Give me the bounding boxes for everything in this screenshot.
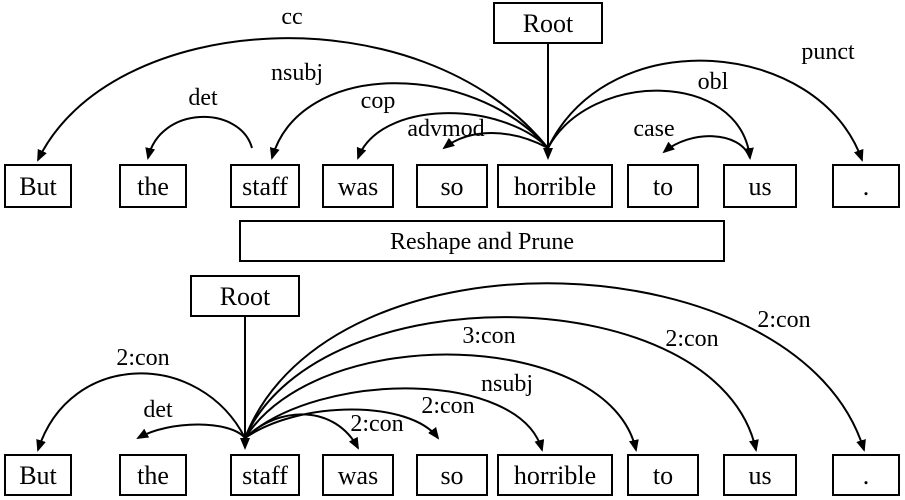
bottom-word-5: horrible xyxy=(497,454,613,496)
top-word-8: . xyxy=(832,164,900,208)
top-label-cop: cop xyxy=(361,88,396,114)
bottom-arc-det xyxy=(136,423,246,439)
top-word-label: But xyxy=(19,172,57,201)
top-label-case: case xyxy=(633,116,674,142)
bottom-word-3: was xyxy=(322,454,394,496)
bottom-arc-but xyxy=(36,372,246,452)
bottom-word-2: staff xyxy=(230,454,300,496)
bottom-arc-to xyxy=(244,353,639,452)
top-arc-case xyxy=(662,135,751,159)
bottom-word-4: so xyxy=(416,454,488,496)
top-word-label: . xyxy=(863,172,870,201)
bottom-label-us: 2:con xyxy=(665,326,718,352)
top-arc-cc xyxy=(37,37,549,162)
bottom-label-to: 3:con xyxy=(462,323,515,349)
bottom-label-but: 2:con xyxy=(116,345,169,371)
top-arc-cop xyxy=(356,112,549,160)
top-label-cc: cc xyxy=(281,4,302,30)
bottom-word-label: us xyxy=(748,461,771,490)
bottom-label-was: 2:con xyxy=(350,411,403,437)
top-label-punct: punct xyxy=(801,39,855,65)
banner-label: Reshape and Prune xyxy=(390,229,574,255)
top-word-label: to xyxy=(653,172,673,201)
top-arc-det xyxy=(145,116,253,160)
bottom-arc-us xyxy=(244,316,759,452)
top-word-label: staff xyxy=(242,172,288,201)
top-word-6: to xyxy=(627,164,699,208)
top-label-det: det xyxy=(188,85,218,111)
bottom-root-node: Root xyxy=(190,275,300,317)
top-word-1: the xyxy=(119,164,187,208)
top-root-label: Root xyxy=(523,9,574,38)
bottom-word-6: to xyxy=(627,454,699,496)
bottom-label-horrible: nsubj xyxy=(481,371,533,397)
top-arc-punct xyxy=(547,59,864,162)
top-word-7: us xyxy=(723,164,797,208)
bottom-word-0: But xyxy=(4,454,72,496)
bottom-label-det: det xyxy=(143,397,173,423)
bottom-arc-horrible xyxy=(244,387,545,452)
top-word-3: was xyxy=(322,164,394,208)
bottom-label-period: 2:con xyxy=(757,307,810,333)
bottom-word-8: . xyxy=(832,454,900,496)
top-word-label: was xyxy=(338,172,378,201)
top-word-label: the xyxy=(137,172,169,201)
top-word-5: horrible xyxy=(497,164,613,208)
top-word-4: so xyxy=(416,164,488,208)
top-word-0: But xyxy=(4,164,72,208)
bottom-word-label: staff xyxy=(242,461,288,490)
bottom-arc-so xyxy=(244,408,440,440)
bottom-label-so: 2:con xyxy=(421,393,474,419)
bottom-word-label: the xyxy=(137,461,169,490)
bottom-word-label: horrible xyxy=(514,461,596,490)
bottom-word-7: us xyxy=(723,454,797,496)
bottom-word-label: was xyxy=(338,461,378,490)
top-word-label: horrible xyxy=(514,172,596,201)
top-arc-nsubj xyxy=(269,82,549,160)
top-arc-advmod xyxy=(442,132,549,150)
bottom-word-label: to xyxy=(653,461,673,490)
top-arc-obl xyxy=(547,89,754,160)
bottom-root-label: Root xyxy=(220,282,271,311)
bottom-word-label: . xyxy=(863,461,870,490)
top-label-nsubj: nsubj xyxy=(271,60,323,86)
bottom-tree: Root 2:con det 2:con 2:con nsubj 3:con 2… xyxy=(4,275,900,496)
top-label-advmod: advmod xyxy=(407,116,484,142)
top-word-label: so xyxy=(440,172,463,201)
top-label-obl: obl xyxy=(698,69,729,95)
bottom-arc-was xyxy=(244,413,359,450)
bottom-arc-period xyxy=(244,282,866,452)
bottom-word-label: But xyxy=(19,461,57,490)
top-word-label: us xyxy=(748,172,771,201)
reshape-prune-banner: Reshape and Prune xyxy=(239,220,725,262)
top-tree: Root cc det nsubj cop advmod case obl pu… xyxy=(4,2,900,208)
top-word-2: staff xyxy=(230,164,300,208)
bottom-word-1: the xyxy=(119,454,187,496)
bottom-word-label: so xyxy=(440,461,463,490)
top-root-node: Root xyxy=(493,2,603,44)
